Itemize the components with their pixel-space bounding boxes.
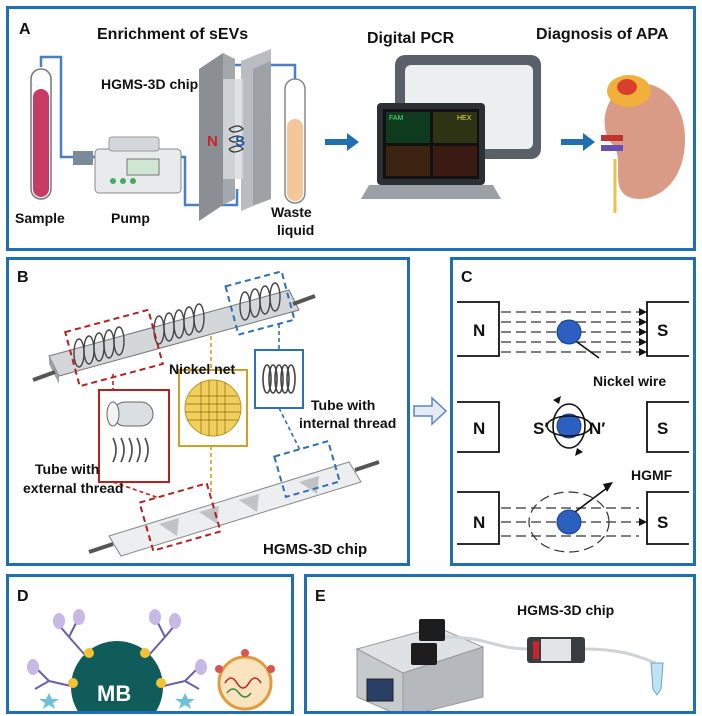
panel-a-illustration: N S F xyxy=(15,21,685,238)
pointer-arrow xyxy=(576,341,600,359)
magnet-n-icon xyxy=(457,401,500,453)
s-prime-label: S′ xyxy=(533,419,548,438)
dipole-loops xyxy=(546,403,592,449)
title-enrichment: Enrichment of sEVs xyxy=(97,26,248,43)
field-lines xyxy=(501,491,639,553)
pump-label: Pump xyxy=(111,210,150,226)
magnet-s-icon xyxy=(646,301,689,357)
connector-line xyxy=(278,407,302,453)
tubing-line xyxy=(179,155,239,207)
panel-e: E HGMS-3D chip xyxy=(304,574,696,716)
star-icons xyxy=(39,693,195,709)
pump-icon xyxy=(73,136,182,194)
n-label: N xyxy=(473,321,485,340)
s-label: S xyxy=(657,321,668,340)
assembled-chip-icon xyxy=(32,282,316,384)
external-thread-label: external thread xyxy=(23,480,123,496)
gradient-sphere xyxy=(556,509,582,535)
s-label: S xyxy=(657,513,668,532)
magnet-s-icon xyxy=(646,401,689,453)
tubing-line xyxy=(39,55,95,159)
thread-icon xyxy=(112,437,149,463)
transition-arrow-icon xyxy=(413,396,448,426)
panel-c: C N S Nickel wire N S′ N′ S HGMF N S xyxy=(450,257,696,566)
waste-tube-icon xyxy=(284,78,306,204)
antibody-icons xyxy=(27,609,207,675)
screen-fam-label: FAM xyxy=(389,115,404,122)
panel-letter: D xyxy=(17,588,29,605)
sample-label: Sample xyxy=(15,210,65,226)
magnet-n-icon xyxy=(457,301,500,357)
thread-icon xyxy=(262,364,296,394)
tubing-line xyxy=(584,647,656,665)
tube-icon xyxy=(106,401,154,427)
nickel-wire-sphere xyxy=(556,319,582,345)
panel-b-illustration: B Nickel net Tube with internal thread T… xyxy=(17,269,396,558)
screen-hex-label: HEX xyxy=(457,115,472,122)
internal-thread-label: internal thread xyxy=(299,415,396,431)
magnet-s-icon xyxy=(646,491,689,545)
tubing-line xyxy=(444,635,528,651)
title-pcr: Digital PCR xyxy=(367,30,455,47)
panel-letter: A xyxy=(19,21,31,38)
nickel-net-icon xyxy=(184,379,242,437)
disassembled-chip-icon xyxy=(88,460,380,557)
n-label: N xyxy=(473,513,485,532)
chip-label: HGMS-3D chip xyxy=(517,602,614,618)
blue-dashed-region xyxy=(224,270,296,336)
waste-label: liquid xyxy=(277,222,314,238)
laptop-icon xyxy=(361,103,501,199)
kidney-icon xyxy=(601,75,685,213)
waste-label: Waste xyxy=(271,204,312,220)
nickel-wire-label: Nickel wire xyxy=(593,373,666,389)
arrow-icon xyxy=(325,133,359,151)
n-prime-label: N′ xyxy=(589,419,605,438)
syringe-pump-icon xyxy=(355,619,485,716)
connector-line xyxy=(112,481,160,499)
hgmf-label: HGMF xyxy=(631,467,673,483)
sample-tube-icon xyxy=(30,68,52,200)
magnetized-sphere xyxy=(556,413,582,439)
linker-icons xyxy=(68,648,166,688)
external-thread-label: Tube with xyxy=(35,461,99,477)
hgms-chip-icon xyxy=(199,49,271,221)
mb-label: MB xyxy=(97,681,131,706)
panel-letter: E xyxy=(315,588,326,605)
hgms-chip-icon xyxy=(527,637,585,663)
panel-a: N S F xyxy=(6,6,696,251)
magnet-s-label: S xyxy=(235,133,245,150)
internal-thread-label: Tube with xyxy=(311,397,375,413)
chip-label: HGMS-3D chip xyxy=(263,541,367,558)
n-label: N xyxy=(473,419,485,438)
magnet-n-label: N xyxy=(207,133,218,150)
magnet-n-icon xyxy=(457,491,500,545)
blue-dashed-region xyxy=(273,439,341,499)
panel-b: B Nickel net Tube with internal thread T… xyxy=(6,257,410,566)
extracellular-vesicle-icon xyxy=(215,649,275,711)
panel-e-illustration: E HGMS-3D chip xyxy=(315,588,664,716)
arrow-icon xyxy=(561,133,595,151)
panel-d-illustration: D MB xyxy=(17,588,275,716)
panel-letter: B xyxy=(17,269,29,286)
panel-c-illustration: C N S Nickel wire N S′ N′ S HGMF N S xyxy=(457,269,689,553)
panel-d: D MB xyxy=(6,574,294,716)
magnetic-bead-icon xyxy=(71,641,163,716)
nickel-net-label: Nickel net xyxy=(169,361,235,377)
title-diagnosis: Diagnosis of APA xyxy=(536,26,669,43)
collection-tube-icon xyxy=(650,662,664,696)
s-label: S xyxy=(657,419,668,438)
red-dashed-region xyxy=(138,482,222,552)
panel-letter: C xyxy=(461,269,473,286)
chip-label: HGMS-3D chip xyxy=(101,76,198,92)
